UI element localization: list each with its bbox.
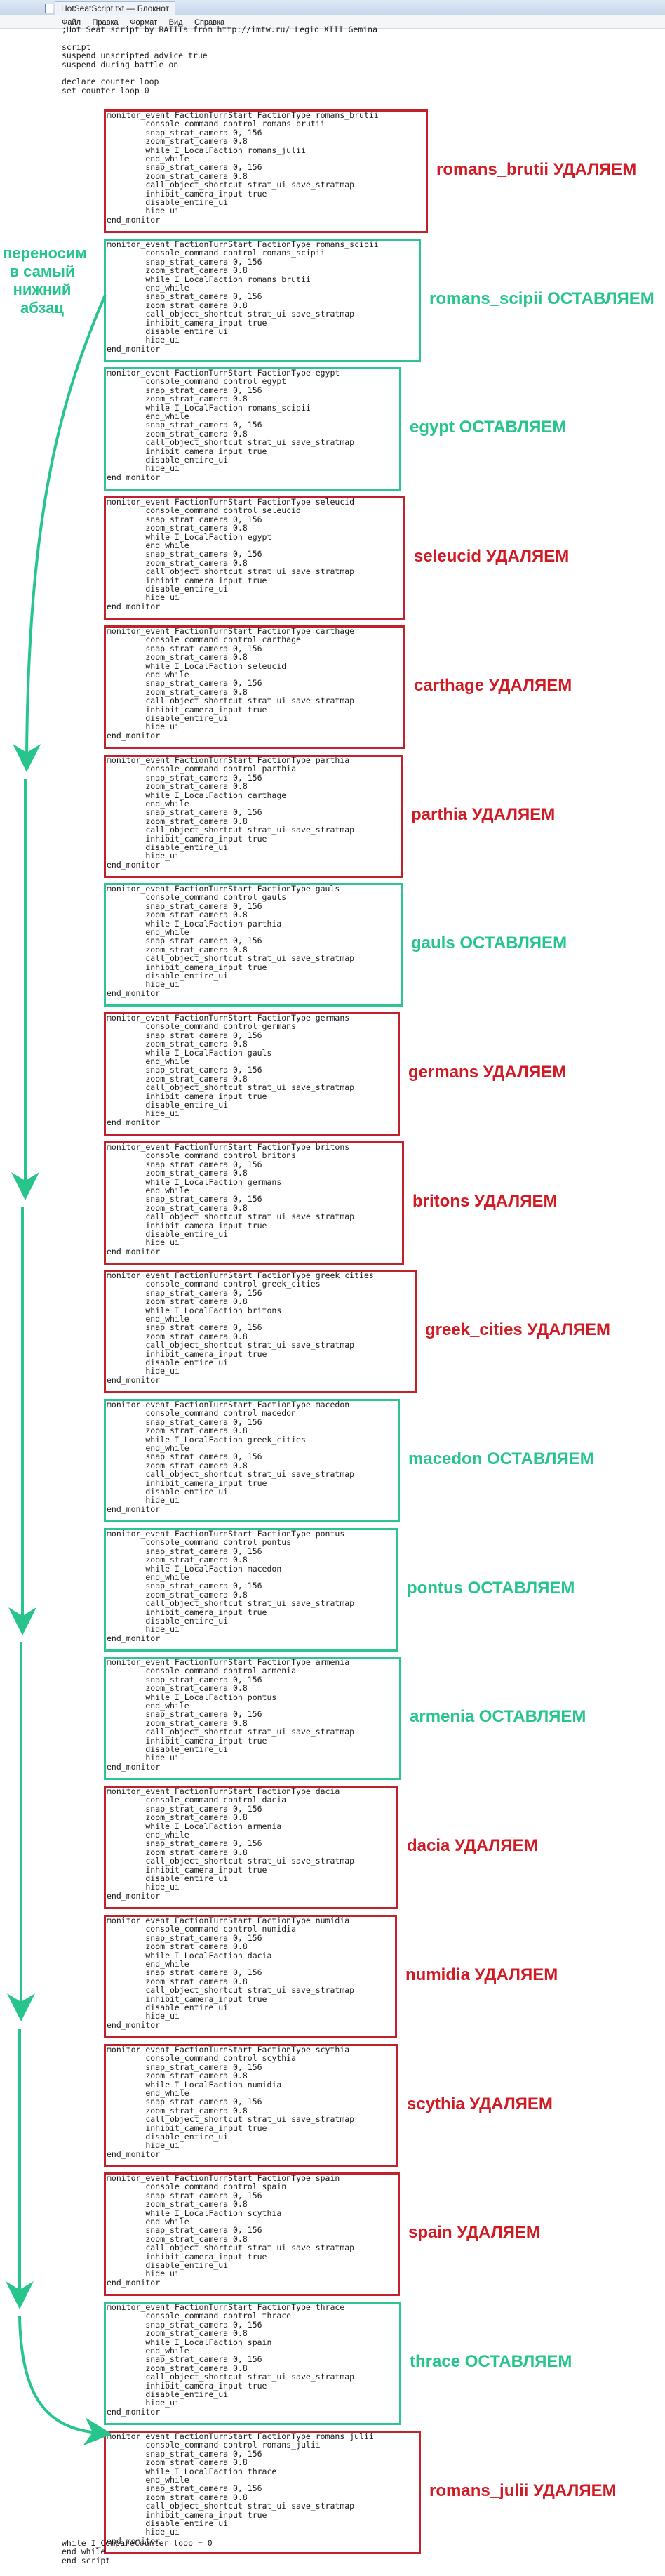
monitor-code: monitor_event FactionTurnStart FactionTy… xyxy=(107,1786,355,1901)
monitor-code: monitor_event FactionTurnStart FactionTy… xyxy=(107,626,355,741)
status-label-pontus: pontus ОСТАВЛЯЕМ xyxy=(407,1579,575,1598)
side-note: переносим в самый нижний абзац xyxy=(3,244,87,317)
monitor-block-britons xyxy=(104,1141,404,1265)
status-label-egypt: egypt ОСТАВЛЯЕМ xyxy=(410,418,567,437)
status-label-macedon: macedon ОСТАВЛЯЕМ xyxy=(408,1449,594,1468)
script-header: ;Hot Seat script by RAIIIa from http://i… xyxy=(62,25,378,95)
menu-edit[interactable]: Правка xyxy=(92,18,119,27)
monitor-block-romans_brutii xyxy=(104,109,428,233)
monitor-code: monitor_event FactionTurnStart FactionTy… xyxy=(107,2302,355,2417)
monitor-block-macedon xyxy=(104,1399,400,1522)
monitor-block-parthia xyxy=(104,755,403,878)
notepad-icon xyxy=(45,4,53,13)
menu-bar: Файл Правка Формат Вид Справка xyxy=(0,15,665,29)
arrow-curve-top xyxy=(13,294,107,772)
status-label-numidia: numidia УДАЛЯЕМ xyxy=(405,1965,558,1984)
monitor-block-greek_cities xyxy=(104,1270,417,1393)
monitor-code: monitor_event FactionTurnStart FactionTy… xyxy=(107,755,355,870)
monitor-block-pontus xyxy=(104,1528,398,1652)
status-label-germans: germans УДАЛЯЕМ xyxy=(408,1063,567,1082)
window-title: HotSeatScript.txt — Блокнот xyxy=(55,1,176,15)
monitor-code: monitor_event FactionTurnStart FactionTy… xyxy=(107,239,379,354)
status-label-dacia: dacia УДАЛЯЕМ xyxy=(407,1836,538,1855)
status-label-carthage: carthage УДАЛЯЕМ xyxy=(414,676,572,695)
monitor-block-thrace xyxy=(104,2302,401,2425)
monitor-block-gauls xyxy=(104,883,403,1007)
status-label-armenia: armenia ОСТАВЛЯЕМ xyxy=(410,1707,586,1726)
monitor-block-germans xyxy=(104,1012,400,1136)
monitor-block-armenia xyxy=(104,1657,401,1780)
status-label-thrace: thrace ОСТАВЛЯЕМ xyxy=(410,2352,572,2371)
status-label-parthia: parthia УДАЛЯЕМ xyxy=(411,805,556,824)
monitor-block-scythia xyxy=(104,2044,398,2167)
monitor-block-dacia xyxy=(104,1786,398,1909)
status-label-britons: britons УДАЛЯЕМ xyxy=(412,1192,558,1211)
menu-format[interactable]: Формат xyxy=(130,18,158,27)
menu-help[interactable]: Справка xyxy=(194,18,225,27)
arrow-curve-bottom xyxy=(18,2316,112,2446)
status-label-spain: spain УДАЛЯЕМ xyxy=(408,2223,540,2242)
monitor-code: monitor_event FactionTurnStart FactionTy… xyxy=(107,1270,374,1385)
monitor-code: monitor_event FactionTurnStart FactionTy… xyxy=(107,1657,355,1772)
monitor-block-romans_scipii xyxy=(104,239,421,362)
monitor-code: monitor_event FactionTurnStart FactionTy… xyxy=(107,2045,355,2159)
monitor-code: monitor_event FactionTurnStart FactionTy… xyxy=(107,1142,355,1256)
monitor-block-numidia xyxy=(104,1915,397,2038)
status-label-romans_julii: romans_julii УДАЛЯЕМ xyxy=(429,2481,617,2500)
monitor-code: monitor_event FactionTurnStart FactionTy… xyxy=(107,2173,355,2288)
monitor-code: monitor_event FactionTurnStart FactionTy… xyxy=(107,1013,355,1127)
script-footer: while I_CompareCounter loop = 0 end_whil… xyxy=(62,2538,213,2565)
menu-view[interactable]: Вид xyxy=(168,18,183,27)
status-label-romans_scipii: romans_scipii ОСТАВЛЯЕМ xyxy=(429,289,654,308)
monitor-code: monitor_event FactionTurnStart FactionTy… xyxy=(107,1400,355,1514)
monitor-block-egypt xyxy=(104,367,401,491)
monitor-code: monitor_event FactionTurnStart FactionTy… xyxy=(107,884,355,998)
monitor-code: monitor_event FactionTurnStart FactionTy… xyxy=(107,1916,355,2030)
status-label-scythia: scythia УДАЛЯЕМ xyxy=(407,2094,553,2113)
window-titlebar: HotSeatScript.txt — Блокнот xyxy=(0,0,665,16)
monitor-block-romans_julii xyxy=(104,2431,421,2554)
monitor-block-carthage xyxy=(104,625,405,749)
monitor-code: monitor_event FactionTurnStart FactionTy… xyxy=(107,497,355,611)
monitor-block-seleucid xyxy=(104,496,405,620)
status-label-seleucid: seleucid УДАЛЯЕМ xyxy=(414,547,570,566)
status-label-romans_brutii: romans_brutii УДАЛЯЕМ xyxy=(436,160,637,179)
monitor-code: monitor_event FactionTurnStart FactionTy… xyxy=(107,110,379,225)
menu-file[interactable]: Файл xyxy=(62,18,81,27)
status-label-greek_cities: greek_cities УДАЛЯЕМ xyxy=(425,1320,610,1339)
monitor-code: monitor_event FactionTurnStart FactionTy… xyxy=(107,1529,355,1643)
monitor-code: monitor_event FactionTurnStart FactionTy… xyxy=(107,368,355,482)
status-label-gauls: gauls ОСТАВЛЯЕМ xyxy=(411,934,567,952)
monitor-code: monitor_event FactionTurnStart FactionTy… xyxy=(107,2431,374,2546)
monitor-block-spain xyxy=(104,2172,400,2296)
